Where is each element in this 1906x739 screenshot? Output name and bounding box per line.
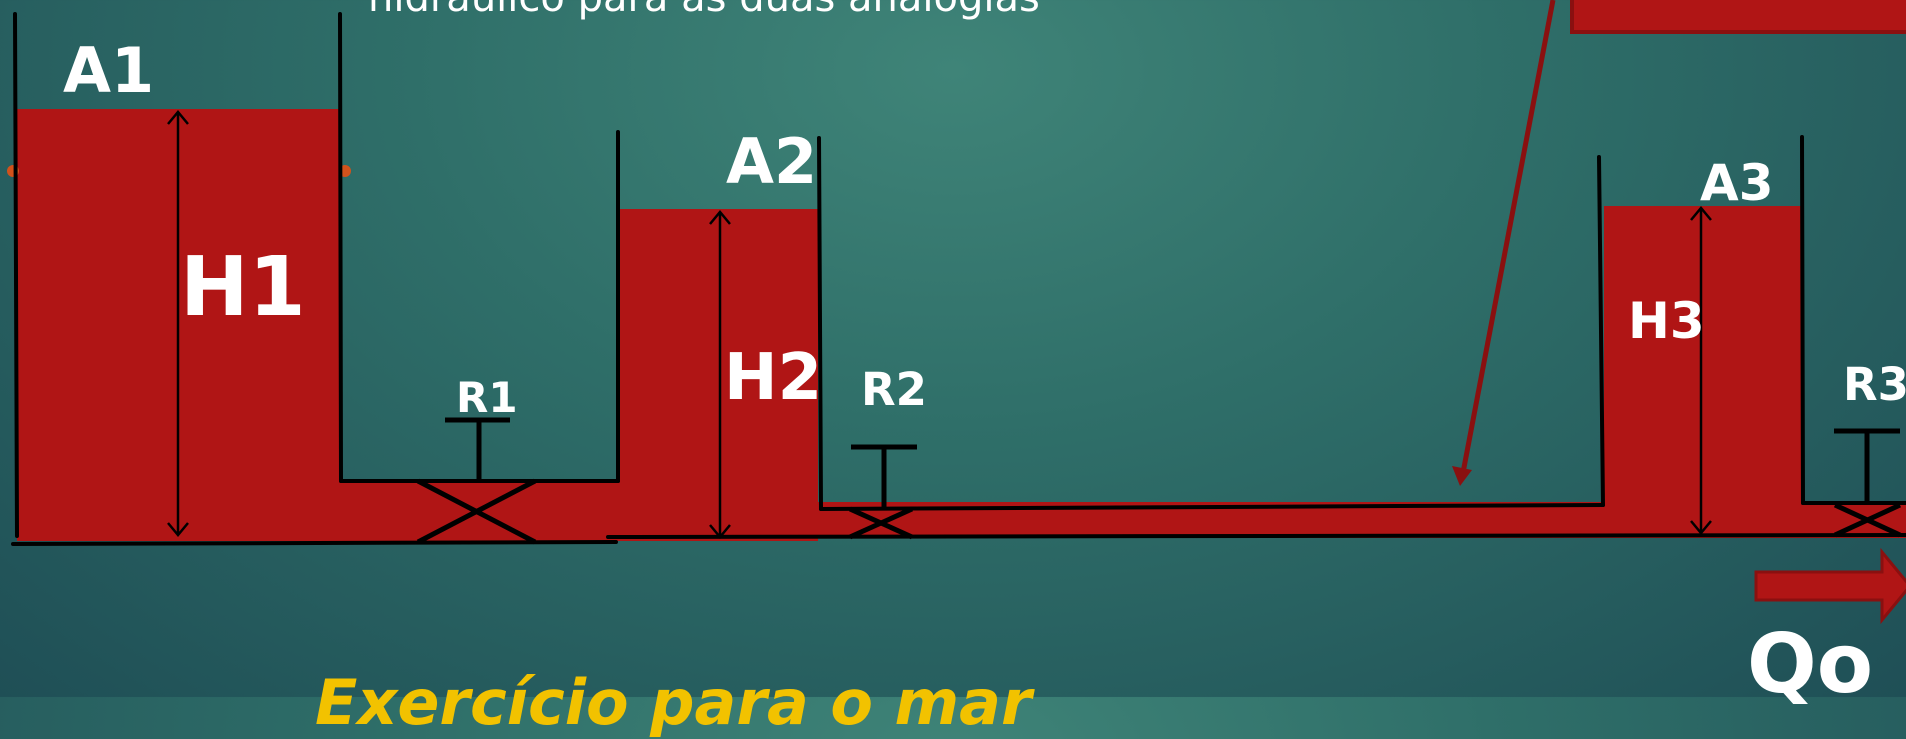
tank1-area-label: A1	[63, 34, 155, 107]
tank2-area-label: A2	[726, 125, 818, 198]
top-text-fragment: hidráulico para as duas analogias	[368, 0, 1040, 18]
callout-arrow-head	[1452, 466, 1472, 486]
tank3-area-label: A3	[1700, 154, 1774, 212]
valves	[416, 417, 1902, 545]
tank3-height-label: H3	[1628, 292, 1705, 350]
tank3-water	[1604, 206, 1802, 538]
bottom-text-fragment: Exercício para o mar	[315, 666, 1032, 739]
hydraulic-diagram	[7, 0, 1906, 625]
outflow-label: Qo	[1747, 617, 1874, 712]
callout-arrow	[1459, 0, 1556, 479]
valve-r1-label: R1	[456, 373, 518, 422]
height-arrows	[167, 110, 1712, 539]
valve-r3-label: R3	[1843, 358, 1906, 411]
tank2-height-label: H2	[724, 341, 823, 415]
valve-r2-label: R2	[861, 363, 927, 416]
tank-walls	[11, 12, 1906, 546]
outflow-arrow	[1754, 547, 1906, 625]
callout-box	[1570, 0, 1906, 34]
tank1-height-label: H1	[180, 240, 306, 335]
